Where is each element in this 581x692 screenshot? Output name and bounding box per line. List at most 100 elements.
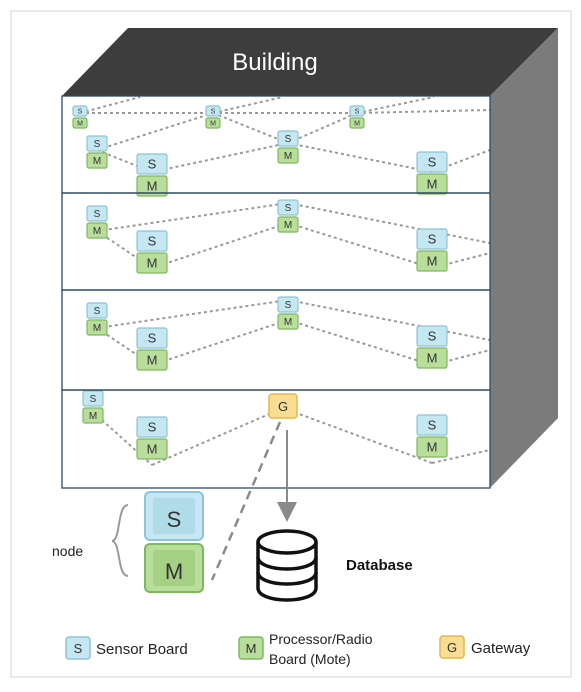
mote-letter: M xyxy=(284,151,292,162)
mote-badge: M xyxy=(86,319,108,336)
mote-letter: M xyxy=(354,121,360,128)
database-icon xyxy=(256,529,318,602)
sensor-board-badge: S xyxy=(136,153,168,175)
network-link xyxy=(79,96,141,114)
mote-badge: M xyxy=(416,436,448,458)
mote-letter: M xyxy=(427,177,438,192)
network-link xyxy=(151,142,289,173)
network-link xyxy=(287,222,433,269)
sensor-board-badge: S xyxy=(86,135,108,152)
mote-letter: M xyxy=(210,121,216,128)
sensor-letter: S xyxy=(94,306,101,317)
legend-sensor-board-label: Sensor Board xyxy=(96,641,188,658)
legend-processor-line1: Processor/Radio xyxy=(269,631,373,647)
building-label: Building xyxy=(232,49,317,76)
sensor-letter: S xyxy=(90,394,97,405)
network-link xyxy=(282,407,433,464)
network-link xyxy=(431,149,491,173)
database-label: Database xyxy=(346,557,413,574)
network-link xyxy=(287,202,491,244)
mote-letter: M xyxy=(147,353,158,368)
legend-gateway-label: Gateway xyxy=(471,640,531,657)
mote-badge: M xyxy=(416,347,448,369)
mote-letter: M xyxy=(427,254,438,269)
sensor-board-badge: S xyxy=(86,205,108,222)
floor-4 xyxy=(61,389,491,489)
mote-badge: M xyxy=(277,313,299,330)
network-link xyxy=(287,299,491,341)
legend-mote-swatch xyxy=(238,636,264,660)
legend-gateway-letter: G xyxy=(447,640,457,655)
legend: S Sensor Board M Processor/Radio Board (… xyxy=(65,631,531,667)
mote-letter: M xyxy=(147,442,158,457)
node-brace xyxy=(111,504,129,577)
network-link xyxy=(287,142,433,173)
mote-badge: M xyxy=(86,152,108,169)
mote-badge: M xyxy=(349,117,365,129)
sensor-letter: S xyxy=(148,157,157,172)
mote-badge: M xyxy=(416,250,448,272)
sensor-letter: S xyxy=(94,209,101,220)
mote-badge: M xyxy=(72,117,88,129)
sensor-board-badge: S xyxy=(416,325,448,347)
mote-badge: M xyxy=(416,173,448,195)
mote-badge: M xyxy=(136,252,168,274)
sensor-letter: S xyxy=(428,418,437,433)
enlarged-mote-letter: M xyxy=(165,559,183,584)
sensor-board-badge: S xyxy=(277,296,299,313)
mote-letter: M xyxy=(93,323,101,334)
mote-letter: M xyxy=(147,179,158,194)
sensor-board-badge: S xyxy=(277,199,299,216)
legend-mote-letter: M xyxy=(246,641,257,656)
sensor-board-badge: S xyxy=(136,230,168,252)
sensor-letter: S xyxy=(428,329,437,344)
mote-letter: M xyxy=(89,411,97,422)
sensor-board-badge: S xyxy=(136,416,168,438)
network-link xyxy=(431,349,491,366)
legend-sensor-swatch xyxy=(65,636,91,660)
sensor-board-badge: S xyxy=(416,151,448,173)
sensor-board-badge: S xyxy=(416,414,448,436)
mote-badge: M xyxy=(277,216,299,233)
network-link xyxy=(287,112,358,144)
sensor-letter: S xyxy=(148,234,157,249)
sensor-letter: S xyxy=(148,420,157,435)
gateway-badge-letter: G xyxy=(278,399,288,414)
sensor-letter: S xyxy=(285,203,292,214)
mote-letter: M xyxy=(427,351,438,366)
legend-gateway-swatch xyxy=(439,635,465,659)
gateway-node: G xyxy=(268,393,298,419)
sensor-board-badge: S xyxy=(82,390,104,407)
legend-sensor-letter: S xyxy=(74,641,83,656)
mote-letter: M xyxy=(147,256,158,271)
mote-letter: M xyxy=(427,440,438,455)
sensor-board-badge: S xyxy=(416,228,448,250)
sensor-letter: S xyxy=(428,155,437,170)
mote-letter: M xyxy=(284,317,292,328)
network-link xyxy=(96,112,214,151)
sensor-letter: S xyxy=(428,232,437,247)
mote-badge: M xyxy=(82,407,104,424)
mote-letter: M xyxy=(284,220,292,231)
mote-letter: M xyxy=(77,121,83,128)
sensor-letter: S xyxy=(148,331,157,346)
mote-badge: M xyxy=(86,222,108,239)
legend-processor-line2: Board (Mote) xyxy=(269,651,351,667)
floor-outlines xyxy=(61,95,491,489)
mote-badge: M xyxy=(136,438,168,460)
sensor-letter: S xyxy=(211,109,216,116)
sensor-board-badge: S xyxy=(86,302,108,319)
enlarged-node: S M xyxy=(144,491,204,593)
building-top-face xyxy=(62,28,558,96)
network-link xyxy=(356,109,491,114)
sensor-letter: S xyxy=(355,109,360,116)
mote-badge: M xyxy=(136,175,168,197)
mote-badge: M xyxy=(277,147,299,164)
sensor-letter: S xyxy=(285,134,292,145)
mote-badge: M xyxy=(136,349,168,371)
network-link xyxy=(96,202,289,232)
enlarged-sensor-letter: S xyxy=(167,507,182,532)
sensor-letter: S xyxy=(285,300,292,311)
